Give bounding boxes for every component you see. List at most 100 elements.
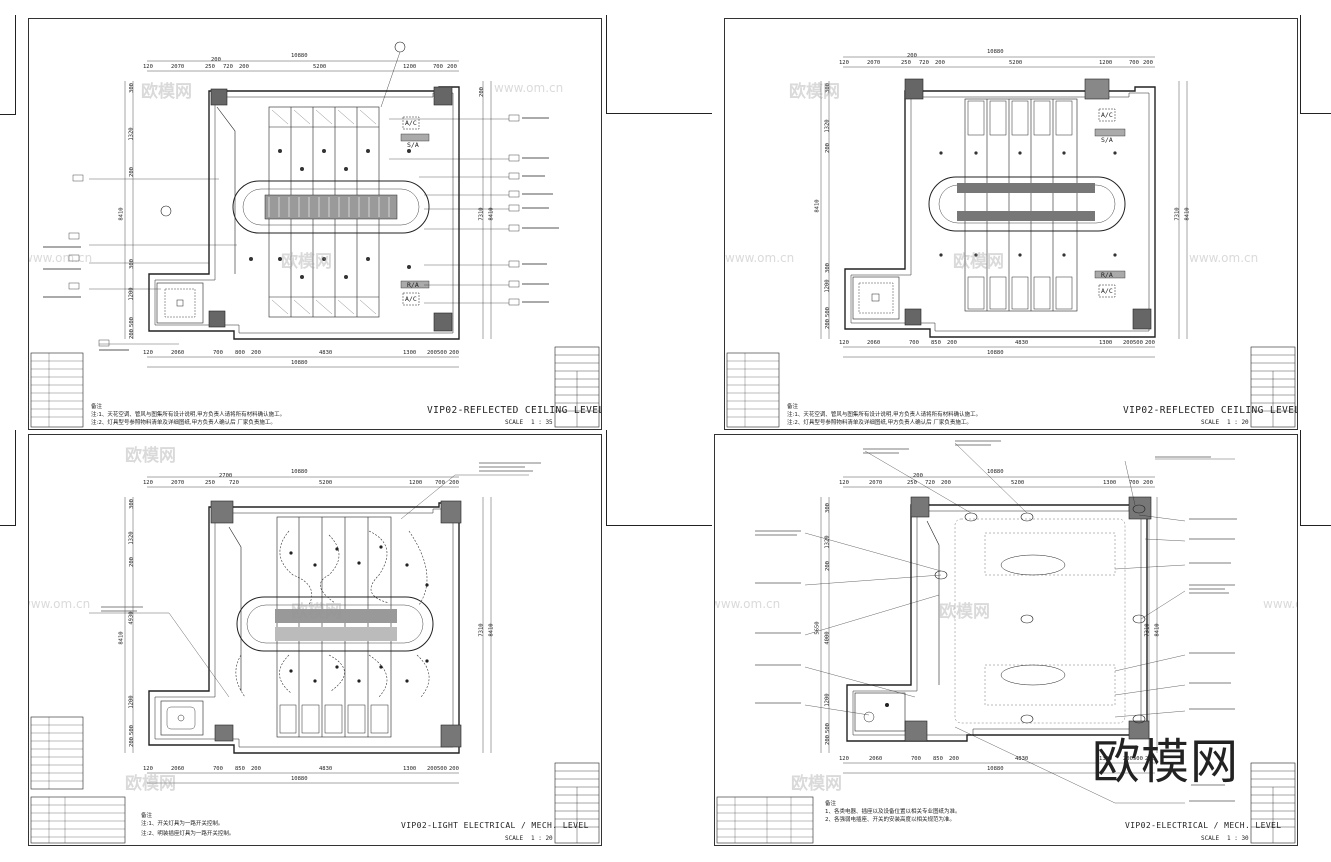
left-dim-7: 200 bbox=[824, 319, 831, 329]
bottom-dim-6: 1300 bbox=[403, 350, 417, 356]
edge-mid-low2 bbox=[606, 525, 712, 526]
scale-value: 1 : 20 bbox=[1227, 419, 1249, 426]
sheet-title: VIP02-LIGHT ELECTRICAL / MECH. LEVEL bbox=[401, 821, 589, 830]
top-dim-8: 200 bbox=[1143, 60, 1153, 66]
left-dim-0: 300 bbox=[824, 503, 831, 513]
bottom-dim-8: 500 bbox=[437, 766, 447, 772]
bottom-dim-6: 1300 bbox=[403, 766, 417, 772]
bottom-dim-9: 200 bbox=[1145, 756, 1155, 762]
top-dim-6: 1200 bbox=[1099, 60, 1113, 66]
top-dim-1: 2070 bbox=[171, 64, 185, 70]
bottom-dim-7: 200 bbox=[1123, 340, 1133, 346]
sa-tag: S/A bbox=[1101, 136, 1113, 144]
watermark-url: www.om.cn bbox=[494, 81, 564, 95]
top-sub-dim: 200 bbox=[913, 473, 923, 479]
note-1: 注:1、天花空调、管风与图集所有设计说明,甲方负责人请将所有材料确认施工。 bbox=[91, 412, 286, 418]
scale-label: SCALE bbox=[1201, 419, 1220, 426]
top-dim-4: 200 bbox=[239, 64, 249, 70]
top-dim-8: 200 bbox=[447, 64, 457, 70]
ceiling-plan-drawing bbox=[30, 41, 600, 428]
right-dim-1: 8410 bbox=[1184, 207, 1191, 221]
drawing-sheet-reflected-ceiling-2: 10880 120 2070 250 720 200 5200 1200 700… bbox=[724, 18, 1298, 430]
left-dim-3: 8410 bbox=[118, 207, 125, 221]
sheet-title: VIP02-ELECTRICAL / MECH. LEVEL bbox=[1125, 821, 1282, 830]
notes-title: 备注 bbox=[787, 404, 799, 410]
sheet-title: VIP02-REFLECTED CEILING LEVEL bbox=[1123, 405, 1298, 416]
bottom-dim-7: 200 bbox=[427, 350, 437, 356]
top-dim-5: 5200 bbox=[1009, 60, 1023, 66]
bottom-dim-8: 500 bbox=[1133, 756, 1143, 762]
drawing-sheet-light-electrical: 10880 120 2070 250 720 5200 1200 700 200… bbox=[28, 434, 602, 846]
top-dim-5: 5200 bbox=[313, 64, 327, 70]
bottom-dim-6: 1300 bbox=[1099, 340, 1113, 346]
bottom-dim-4: 200 bbox=[251, 766, 261, 772]
scale-label: SCALE bbox=[1201, 835, 1220, 842]
ra-tag: R/A bbox=[1101, 271, 1113, 279]
bottom-dim-0: 120 bbox=[839, 756, 849, 762]
ac-tag-2: A/C bbox=[1101, 287, 1113, 295]
note-2: 注:2、灯具型号参照物料清单及详细图纸,甲方负责人确认后 厂家负责施工。 bbox=[91, 420, 276, 426]
top-dim-3: 720 bbox=[925, 480, 935, 486]
bottom-dim-0: 120 bbox=[839, 340, 849, 346]
bottom-dim-6: 1300 bbox=[1099, 756, 1113, 762]
watermark-brand-2: 欧模网 bbox=[791, 774, 842, 794]
left-dim-4: 5650 bbox=[814, 621, 821, 635]
edge-right-top bbox=[1300, 15, 1301, 113]
top-dim-7: 200 bbox=[449, 480, 459, 486]
left-dim-2: 200 bbox=[128, 167, 135, 177]
left-dim-5: 1200 bbox=[128, 287, 135, 301]
top-dim-2: 250 bbox=[907, 480, 917, 486]
top-total-dim: 10880 bbox=[291, 469, 308, 475]
notes-title: 备注 bbox=[141, 813, 153, 819]
ac-tag-2: A/C bbox=[405, 295, 417, 303]
top-dim-5: 5200 bbox=[1011, 480, 1025, 486]
light-electrical-drawing bbox=[30, 462, 600, 844]
top-dim-2: 250 bbox=[205, 64, 215, 70]
bottom-dim-4: 200 bbox=[251, 350, 261, 356]
bottom-dim-9: 200 bbox=[1145, 340, 1155, 346]
bottom-dim-5: 4830 bbox=[1015, 756, 1029, 762]
ac-tag: A/C bbox=[405, 119, 417, 127]
watermark-brand: 欧模网 bbox=[939, 602, 990, 622]
right-dim-1: 8410 bbox=[488, 623, 495, 637]
watermark-url-2: www.om.cn bbox=[1189, 251, 1259, 265]
right-dim-0: 7310 bbox=[1174, 207, 1181, 221]
ac-tag: A/C bbox=[1101, 111, 1113, 119]
edge-left-low2 bbox=[0, 525, 16, 526]
left-dim-1: 1320 bbox=[128, 127, 135, 141]
scale-value: 1 : 30 bbox=[1227, 835, 1249, 842]
top-dim-3: 720 bbox=[919, 60, 929, 66]
left-dim-6: 500 bbox=[824, 307, 831, 317]
bottom-dim-1: 2060 bbox=[171, 766, 185, 772]
right-dim-1: 8410 bbox=[1154, 623, 1161, 637]
left-dim-2: 200 bbox=[824, 143, 831, 153]
edge-left-mid bbox=[0, 114, 16, 115]
scale-label: SCALE bbox=[505, 419, 524, 426]
electrical-mech-drawing bbox=[716, 440, 1296, 844]
top-dim-2: 250 bbox=[901, 60, 911, 66]
top-dim-1: 2070 bbox=[867, 60, 881, 66]
bottom-dim-4: 200 bbox=[947, 340, 957, 346]
top-dim-4: 5200 bbox=[319, 480, 333, 486]
watermark-brand-2: 欧模网 bbox=[125, 774, 176, 794]
top-dim-7: 700 bbox=[433, 64, 443, 70]
bottom-dim-3: 850 bbox=[933, 756, 943, 762]
watermark-brand-2: 欧模网 bbox=[281, 252, 332, 272]
top-dim-1: 2070 bbox=[869, 480, 883, 486]
bottom-total-dim: 10880 bbox=[291, 360, 308, 366]
bottom-dim-3: 850 bbox=[235, 766, 245, 772]
bottom-dim-5: 4830 bbox=[319, 766, 333, 772]
top-dim-3: 720 bbox=[223, 64, 233, 70]
top-dim-5: 1200 bbox=[409, 480, 423, 486]
watermark-brand-3: 欧模网 bbox=[125, 446, 176, 466]
left-dim-2: 200 bbox=[128, 557, 135, 567]
bottom-dim-1: 2060 bbox=[869, 756, 883, 762]
bottom-dim-0: 120 bbox=[143, 766, 153, 772]
top-dim-0: 120 bbox=[143, 64, 153, 70]
bottom-dim-2: 700 bbox=[213, 766, 223, 772]
bottom-dim-5: 4830 bbox=[1015, 340, 1029, 346]
ra-tag: R/A bbox=[407, 281, 419, 289]
left-dim-0: 300 bbox=[128, 83, 135, 93]
watermark-url: www.om.cn bbox=[29, 597, 91, 611]
left-dim-1: 1320 bbox=[824, 535, 831, 549]
